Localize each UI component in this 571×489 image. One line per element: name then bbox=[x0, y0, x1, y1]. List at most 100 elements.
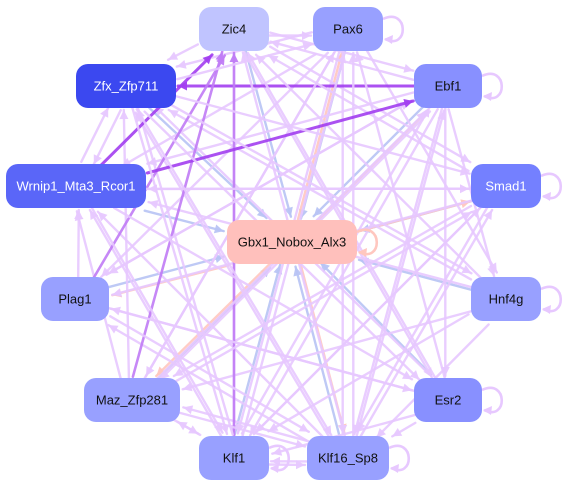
arrowhead-zfx-to-gbx1 bbox=[256, 208, 267, 218]
arrowhead-wrnip1-to-zfx bbox=[100, 107, 109, 118]
edge-wrnip1-to-zic4 bbox=[98, 53, 214, 168]
arrowhead-klf1-to-smad1 bbox=[470, 208, 480, 218]
node-gbx1[interactable]: Gbx1_Nobox_Alx3 bbox=[227, 220, 357, 264]
node-smad1[interactable]: Smad1 bbox=[471, 164, 541, 208]
arrowhead-zfx-to-pax6 bbox=[302, 42, 313, 51]
self-loop-arrowhead-esr2 bbox=[483, 406, 492, 415]
arrowhead-smad1-to-zic4 bbox=[268, 55, 279, 64]
arrowhead-smad1-to-plag1 bbox=[112, 288, 123, 297]
edge-pax6-to-wrnip1 bbox=[120, 53, 317, 168]
edge-wrnip1-to-esr2 bbox=[112, 206, 414, 381]
node-box-klf16 bbox=[307, 436, 389, 480]
edge-smad1-to-maz bbox=[172, 204, 473, 378]
node-box-smad1 bbox=[471, 164, 541, 208]
arrowhead-zfx-to-klf16 bbox=[322, 425, 332, 436]
arrowhead-esr2-to-klf16 bbox=[392, 428, 403, 437]
node-plag1[interactable]: Plag1 bbox=[41, 277, 109, 321]
arrowhead-klf16-to-smad1 bbox=[483, 210, 493, 220]
edge-maz-to-klf16 bbox=[178, 411, 307, 448]
node-zic4[interactable]: Zic4 bbox=[199, 7, 269, 51]
arrowhead-klf1-to-pax6 bbox=[337, 53, 347, 64]
edge-zfx-to-gbx1 bbox=[148, 106, 268, 220]
arrowhead-wrnip1-to-zic4 bbox=[202, 54, 213, 65]
node-box-zic4 bbox=[199, 7, 269, 51]
edge-klf1-to-zfx bbox=[136, 107, 234, 436]
arrowhead-esr2-to-klf1 bbox=[272, 447, 283, 456]
self-loop-arrowhead-gbx1 bbox=[358, 248, 367, 257]
node-esr2[interactable]: Esr2 bbox=[414, 378, 482, 422]
edge-maz-to-zic4 bbox=[131, 50, 224, 379]
node-box-wrnip1 bbox=[6, 164, 146, 208]
node-box-esr2 bbox=[414, 378, 482, 422]
edge-wrnip1-to-ebf1 bbox=[145, 99, 415, 175]
arrowhead-ebf1-to-hnf4g bbox=[487, 266, 496, 277]
arrowhead-ebf1-to-zic4 bbox=[270, 39, 281, 49]
node-box-hnf4g bbox=[471, 277, 541, 321]
arrowhead-plag1-to-zic4 bbox=[216, 55, 225, 66]
self-loop-pax6 bbox=[382, 15, 405, 43]
edge-wrnip1-to-gbx1 bbox=[143, 209, 225, 233]
node-box-plag1 bbox=[41, 277, 109, 321]
self-loop-arrowhead-ebf1 bbox=[483, 92, 492, 101]
node-hnf4g[interactable]: Hnf4g bbox=[471, 277, 541, 321]
node-maz[interactable]: Maz_Zfp281 bbox=[84, 378, 180, 422]
edge-maz-to-pax6 bbox=[143, 51, 336, 380]
arrowhead-zfx-to-esr2 bbox=[409, 370, 420, 380]
arrowhead-maz-to-ebf1 bbox=[416, 111, 426, 122]
arrowhead-zfx-to-smad1 bbox=[459, 166, 470, 176]
edge-plag1-to-wrnip1 bbox=[76, 208, 81, 279]
node-ebf1[interactable]: Ebf1 bbox=[414, 64, 482, 108]
arrowhead-plag1-to-esr2 bbox=[402, 383, 412, 393]
arrowhead-klf16-to-ebf1 bbox=[437, 110, 447, 121]
node-klf1[interactable]: Klf1 bbox=[199, 436, 269, 480]
edge-klf1-to-ebf1 bbox=[240, 106, 431, 435]
node-zfx[interactable]: Zfx_Zfp711 bbox=[76, 64, 176, 108]
self-loop-esr2 bbox=[481, 386, 504, 414]
arrowhead-maz-to-zfx bbox=[119, 110, 129, 120]
node-klf16[interactable]: Klf16_Sp8 bbox=[307, 436, 389, 480]
edge-esr2-to-pax6 bbox=[355, 51, 446, 379]
node-wrnip1[interactable]: Wrnip1_Mta3_Rcor1 bbox=[6, 164, 146, 208]
node-box-zfx bbox=[76, 64, 176, 108]
edge-wrnip1-to-klf1 bbox=[89, 205, 224, 434]
arrowhead-klf1-to-wrnip1 bbox=[89, 210, 99, 220]
arrowhead-wrnip1-to-smad1 bbox=[460, 184, 469, 194]
edge-hnf4g-to-klf1 bbox=[267, 313, 470, 433]
arrowhead-klf16-to-pax6 bbox=[348, 53, 358, 62]
self-loop-smad1 bbox=[540, 172, 563, 200]
edge-zfx-to-klf1 bbox=[131, 106, 229, 436]
node-box-klf1 bbox=[199, 436, 269, 480]
arrowhead-klf16-to-gbx1 bbox=[293, 266, 303, 277]
arrowhead-klf16-to-maz bbox=[183, 405, 194, 415]
arrowhead-wrnip1-to-esr2 bbox=[402, 370, 412, 380]
edge-wrnip1-to-zfx bbox=[80, 106, 110, 164]
self-loop-arrowhead-smad1 bbox=[542, 192, 551, 201]
edge-hnf4g-to-maz bbox=[181, 309, 473, 391]
edge-hnf4g-to-zfx bbox=[167, 108, 473, 281]
arrowhead-wrnip1-to-klf1 bbox=[214, 422, 223, 433]
edge-klf16-to-ebf1 bbox=[355, 109, 446, 438]
arrowhead-maz-to-smad1 bbox=[461, 212, 472, 221]
edge-klf1-to-gbx1 bbox=[233, 263, 282, 436]
arrowhead-hnf4g-to-klf1 bbox=[268, 422, 279, 432]
arrowhead-pax6-to-zfx bbox=[176, 60, 187, 69]
node-box-pax6 bbox=[313, 7, 383, 51]
arrowhead-klf16-to-plag1 bbox=[108, 325, 119, 334]
arrowhead-zic4-to-gbx1 bbox=[284, 206, 293, 217]
node-box-ebf1 bbox=[414, 64, 482, 108]
edge-ebf1-to-klf1 bbox=[248, 107, 439, 437]
self-loop-hnf4g bbox=[540, 285, 563, 313]
arrowhead-wrnip1-to-ebf1 bbox=[403, 99, 414, 108]
edge-maz-to-zfx bbox=[122, 108, 131, 380]
self-loop-layer bbox=[268, 15, 563, 473]
edge-zfx-to-smad1 bbox=[175, 95, 471, 175]
edge-layer bbox=[74, 31, 498, 470]
edge-maz-to-smad1 bbox=[172, 210, 473, 384]
arrowhead-hnf4g-to-klf16 bbox=[376, 428, 386, 438]
node-pax6[interactable]: Pax6 bbox=[313, 7, 383, 51]
arrowhead-hnf4g-to-maz bbox=[182, 382, 193, 392]
arrowhead-maz-to-klf16 bbox=[295, 439, 305, 449]
arrowhead-zic4-to-zfx bbox=[168, 51, 179, 60]
self-loop-arrowhead-hnf4g bbox=[542, 305, 551, 314]
